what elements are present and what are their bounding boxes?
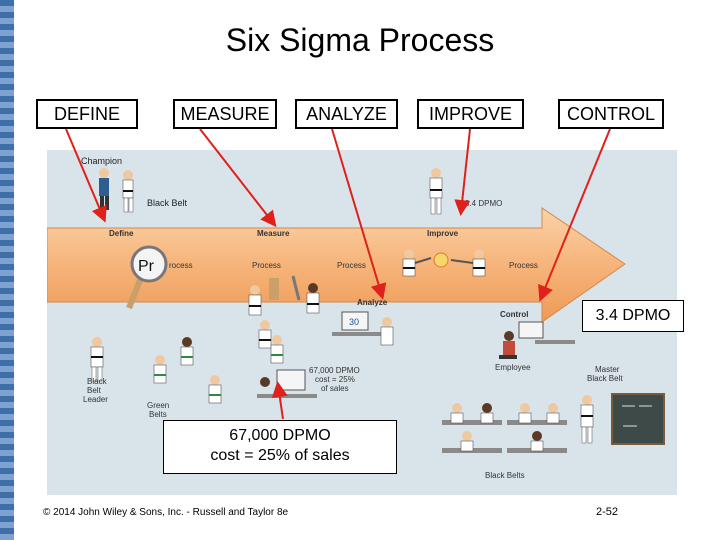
champion-figure xyxy=(99,168,109,210)
label-dpmo-analyze-1: 67,000 DPMO xyxy=(309,366,360,375)
magnifier-icon: Pr xyxy=(126,245,168,310)
step-analyze: ANALYZE xyxy=(295,99,398,129)
label-dpmo-improve: 3.4 DPMO xyxy=(465,199,502,208)
label-analyze: Analyze xyxy=(357,298,388,307)
step-define: DEFINE xyxy=(36,99,138,129)
label-process-4: Process xyxy=(509,261,538,270)
pr-badge: Pr xyxy=(138,258,155,275)
label-black-belt: Black Belt xyxy=(147,198,188,208)
slide-title: Six Sigma Process xyxy=(225,22,495,58)
pointer-define xyxy=(65,128,107,223)
label-green-belts-2: Belts xyxy=(149,410,167,419)
label-mbb-1: Master xyxy=(595,365,620,374)
analyze-dpmo-callout: 67,000 DPMO cost = 25% of sales xyxy=(163,420,397,474)
pointer-dpmo-callout xyxy=(271,381,288,420)
chalkboard xyxy=(611,393,665,445)
label-dpmo-analyze-2: cost = 25% xyxy=(315,375,355,384)
employee-workstation xyxy=(499,321,575,359)
measure-figures xyxy=(248,283,320,349)
pointer-improve xyxy=(454,128,471,216)
label-define: Define xyxy=(109,229,134,238)
label-green-belts-1: Green xyxy=(147,401,169,410)
pointer-control xyxy=(538,128,611,302)
label-bbl-1: Black xyxy=(87,377,108,386)
master-black-belt-figure xyxy=(580,395,594,444)
label-process-1: rocess xyxy=(169,261,193,270)
step-measure: MEASURE xyxy=(173,99,277,129)
measure-tools xyxy=(269,275,301,301)
label-process-2: Process xyxy=(252,261,281,270)
analyze-dpmo-line-1: 67,000 DPMO xyxy=(229,427,331,444)
label-mbb-2: Black Belt xyxy=(587,374,623,383)
footer-page-number: 2-52 xyxy=(596,506,619,518)
improve-black-belt-figure xyxy=(429,168,443,215)
label-employee: Employee xyxy=(495,363,531,372)
analyze-dpmo-line-2: cost = 25% of sales xyxy=(210,447,350,464)
green-belt-figures xyxy=(153,335,284,404)
footer-copyright: © 2014 John Wiley & Sons, Inc. - Russell… xyxy=(43,507,289,518)
label-dpmo-analyze-3: of sales xyxy=(321,384,349,393)
label-bbl-3: Leader xyxy=(83,395,108,404)
sparring-figures xyxy=(402,249,486,277)
label-process-3: Process xyxy=(337,261,366,270)
analyze-workstation: 30 xyxy=(332,311,394,346)
slide-side-stripe xyxy=(0,0,14,540)
label-control: Control xyxy=(500,310,528,319)
pointer-analyze xyxy=(331,128,387,300)
label-black-belts: Black Belts xyxy=(485,471,525,480)
black-belt-figure-top xyxy=(122,170,134,213)
pointer-measure xyxy=(199,128,277,228)
label-measure: Measure xyxy=(257,229,290,238)
step-control: CONTROL xyxy=(558,99,664,129)
black-belt-leader-figure xyxy=(90,337,104,382)
control-dpmo-callout: 3.4 DPMO xyxy=(582,300,684,332)
label-bbl-2: Belt xyxy=(87,386,102,395)
screen-value: 30 xyxy=(349,317,359,327)
label-champion: Champion xyxy=(81,156,122,166)
label-improve: Improve xyxy=(427,229,459,238)
step-improve: IMPROVE xyxy=(417,99,524,129)
black-belts-classroom xyxy=(442,403,567,453)
